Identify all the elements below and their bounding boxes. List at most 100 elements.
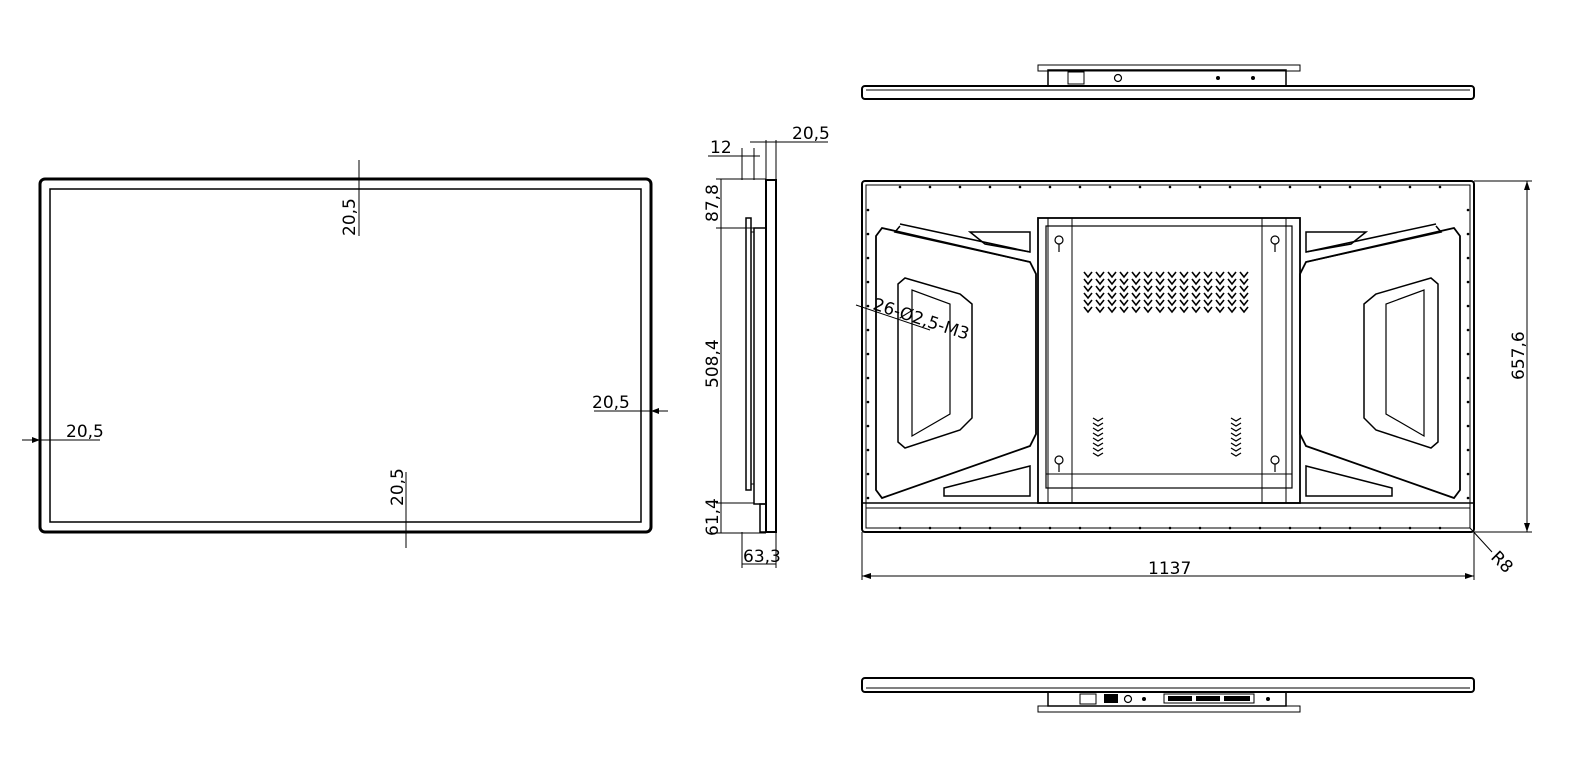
vent-slot — [1191, 299, 1201, 307]
mounting-hole — [1408, 526, 1412, 530]
vent-slot — [1119, 285, 1129, 293]
vent-slot — [1179, 306, 1189, 314]
mounting-hole — [1048, 526, 1052, 530]
mounting-hole — [1466, 376, 1470, 380]
mounting-hole — [1138, 185, 1142, 189]
mounting-hole — [1018, 185, 1022, 189]
mounting-hole — [1258, 185, 1262, 189]
vent-slot — [1239, 285, 1249, 293]
mounting-hole — [1466, 472, 1470, 476]
side-view: 12 20,5 87,8 508,4 61,4 63,3 — [703, 124, 830, 568]
rear-outer-frame — [861, 180, 1475, 533]
rear-view: 26-Ø2,5-M3 657,6 1137 R8 — [855, 180, 1532, 580]
mounting-hole — [1466, 280, 1470, 284]
vent-slot — [1179, 271, 1189, 279]
vent-slot — [1215, 306, 1225, 314]
mounting-hole — [1466, 424, 1470, 428]
mounting-hole — [1078, 526, 1082, 530]
side-dim-87-8: 87,8 — [703, 184, 723, 222]
vent-slot — [1119, 306, 1129, 314]
vent-slot — [1143, 292, 1153, 300]
vent-slot — [1167, 299, 1177, 307]
mounting-hole — [866, 232, 870, 236]
vent-slots — [1083, 271, 1249, 314]
vent-slot — [1215, 285, 1225, 293]
mounting-hole — [1048, 185, 1052, 189]
vent-slot — [1227, 271, 1237, 279]
side-dim-20-5: 20,5 — [792, 124, 830, 144]
vent-slot — [1119, 278, 1129, 286]
mounting-hole — [898, 185, 902, 189]
mounting-hole — [1466, 256, 1470, 260]
vent-slot — [1095, 271, 1105, 279]
vent-slot — [1119, 271, 1129, 279]
vent-slot — [1107, 271, 1117, 279]
rear-hole-note: 26-Ø2,5-M3 — [870, 295, 971, 345]
vent-slot — [1155, 285, 1165, 293]
vent-slot — [1095, 299, 1105, 307]
side-dim-63-3: 63,3 — [743, 547, 781, 567]
vent-slot — [1215, 292, 1225, 300]
mounting-hole — [866, 400, 870, 404]
vent-slot — [1167, 285, 1177, 293]
perimeter-holes — [866, 185, 1470, 530]
vent-slot — [1107, 306, 1117, 314]
vent-slot — [1179, 278, 1189, 286]
side-dim-61-4: 61,4 — [703, 498, 723, 536]
vent-slot — [1107, 299, 1117, 307]
mounting-hole — [958, 526, 962, 530]
vent-slot — [1095, 278, 1105, 286]
vent-slot — [1119, 299, 1129, 307]
vent-slot — [1227, 299, 1237, 307]
top-view — [861, 64, 1475, 100]
vent-slot — [1131, 299, 1141, 307]
mounting-hole — [928, 185, 932, 189]
mounting-hole — [1258, 526, 1262, 530]
mounting-hole — [1378, 526, 1382, 530]
vent-slot — [1203, 271, 1213, 279]
vent-slot — [1131, 278, 1141, 286]
mounting-hole — [1228, 526, 1232, 530]
mounting-hole — [866, 472, 870, 476]
side-vent-slot — [1092, 417, 1104, 422]
side-vent-slot — [1230, 422, 1242, 427]
rear-dim-width: 1137 — [1148, 559, 1191, 579]
vent-slot — [1167, 292, 1177, 300]
side-vent-slot — [1230, 427, 1242, 432]
vent-slot — [1167, 271, 1177, 279]
mounting-hole — [1108, 185, 1112, 189]
mounting-hole — [866, 352, 870, 356]
mounting-hole — [1466, 448, 1470, 452]
vent-slot — [1083, 299, 1093, 307]
vent-slot — [1227, 278, 1237, 286]
vent-slot — [1191, 271, 1201, 279]
vent-slot — [1227, 306, 1237, 314]
vent-slot — [1239, 292, 1249, 300]
vent-slot — [1107, 278, 1117, 286]
mounting-hole — [1466, 232, 1470, 236]
vent-slot — [1131, 306, 1141, 314]
vent-slot — [1119, 292, 1129, 300]
side-vent-slot — [1092, 442, 1104, 447]
vent-slot — [1215, 278, 1225, 286]
mounting-hole — [1466, 352, 1470, 356]
mounting-hole — [1378, 185, 1382, 189]
vent-slot — [1083, 278, 1093, 286]
vent-slot — [1239, 271, 1249, 279]
side-vent-slot — [1230, 417, 1242, 422]
mounting-hole — [866, 448, 870, 452]
vent-slot — [1083, 271, 1093, 279]
vent-slot — [1239, 306, 1249, 314]
vent-slot — [1215, 271, 1225, 279]
front-dim-left: 20,5 — [66, 422, 104, 442]
vent-slot — [1095, 306, 1105, 314]
vent-slot — [1227, 285, 1237, 293]
side-dim-12: 12 — [710, 138, 732, 158]
side-vent-slot — [1092, 437, 1104, 442]
front-dim-top: 20,5 — [340, 198, 360, 236]
mounting-hole — [1168, 526, 1172, 530]
mounting-hole — [1466, 400, 1470, 404]
mounting-hole — [1198, 185, 1202, 189]
side-vent-slot — [1230, 447, 1242, 452]
